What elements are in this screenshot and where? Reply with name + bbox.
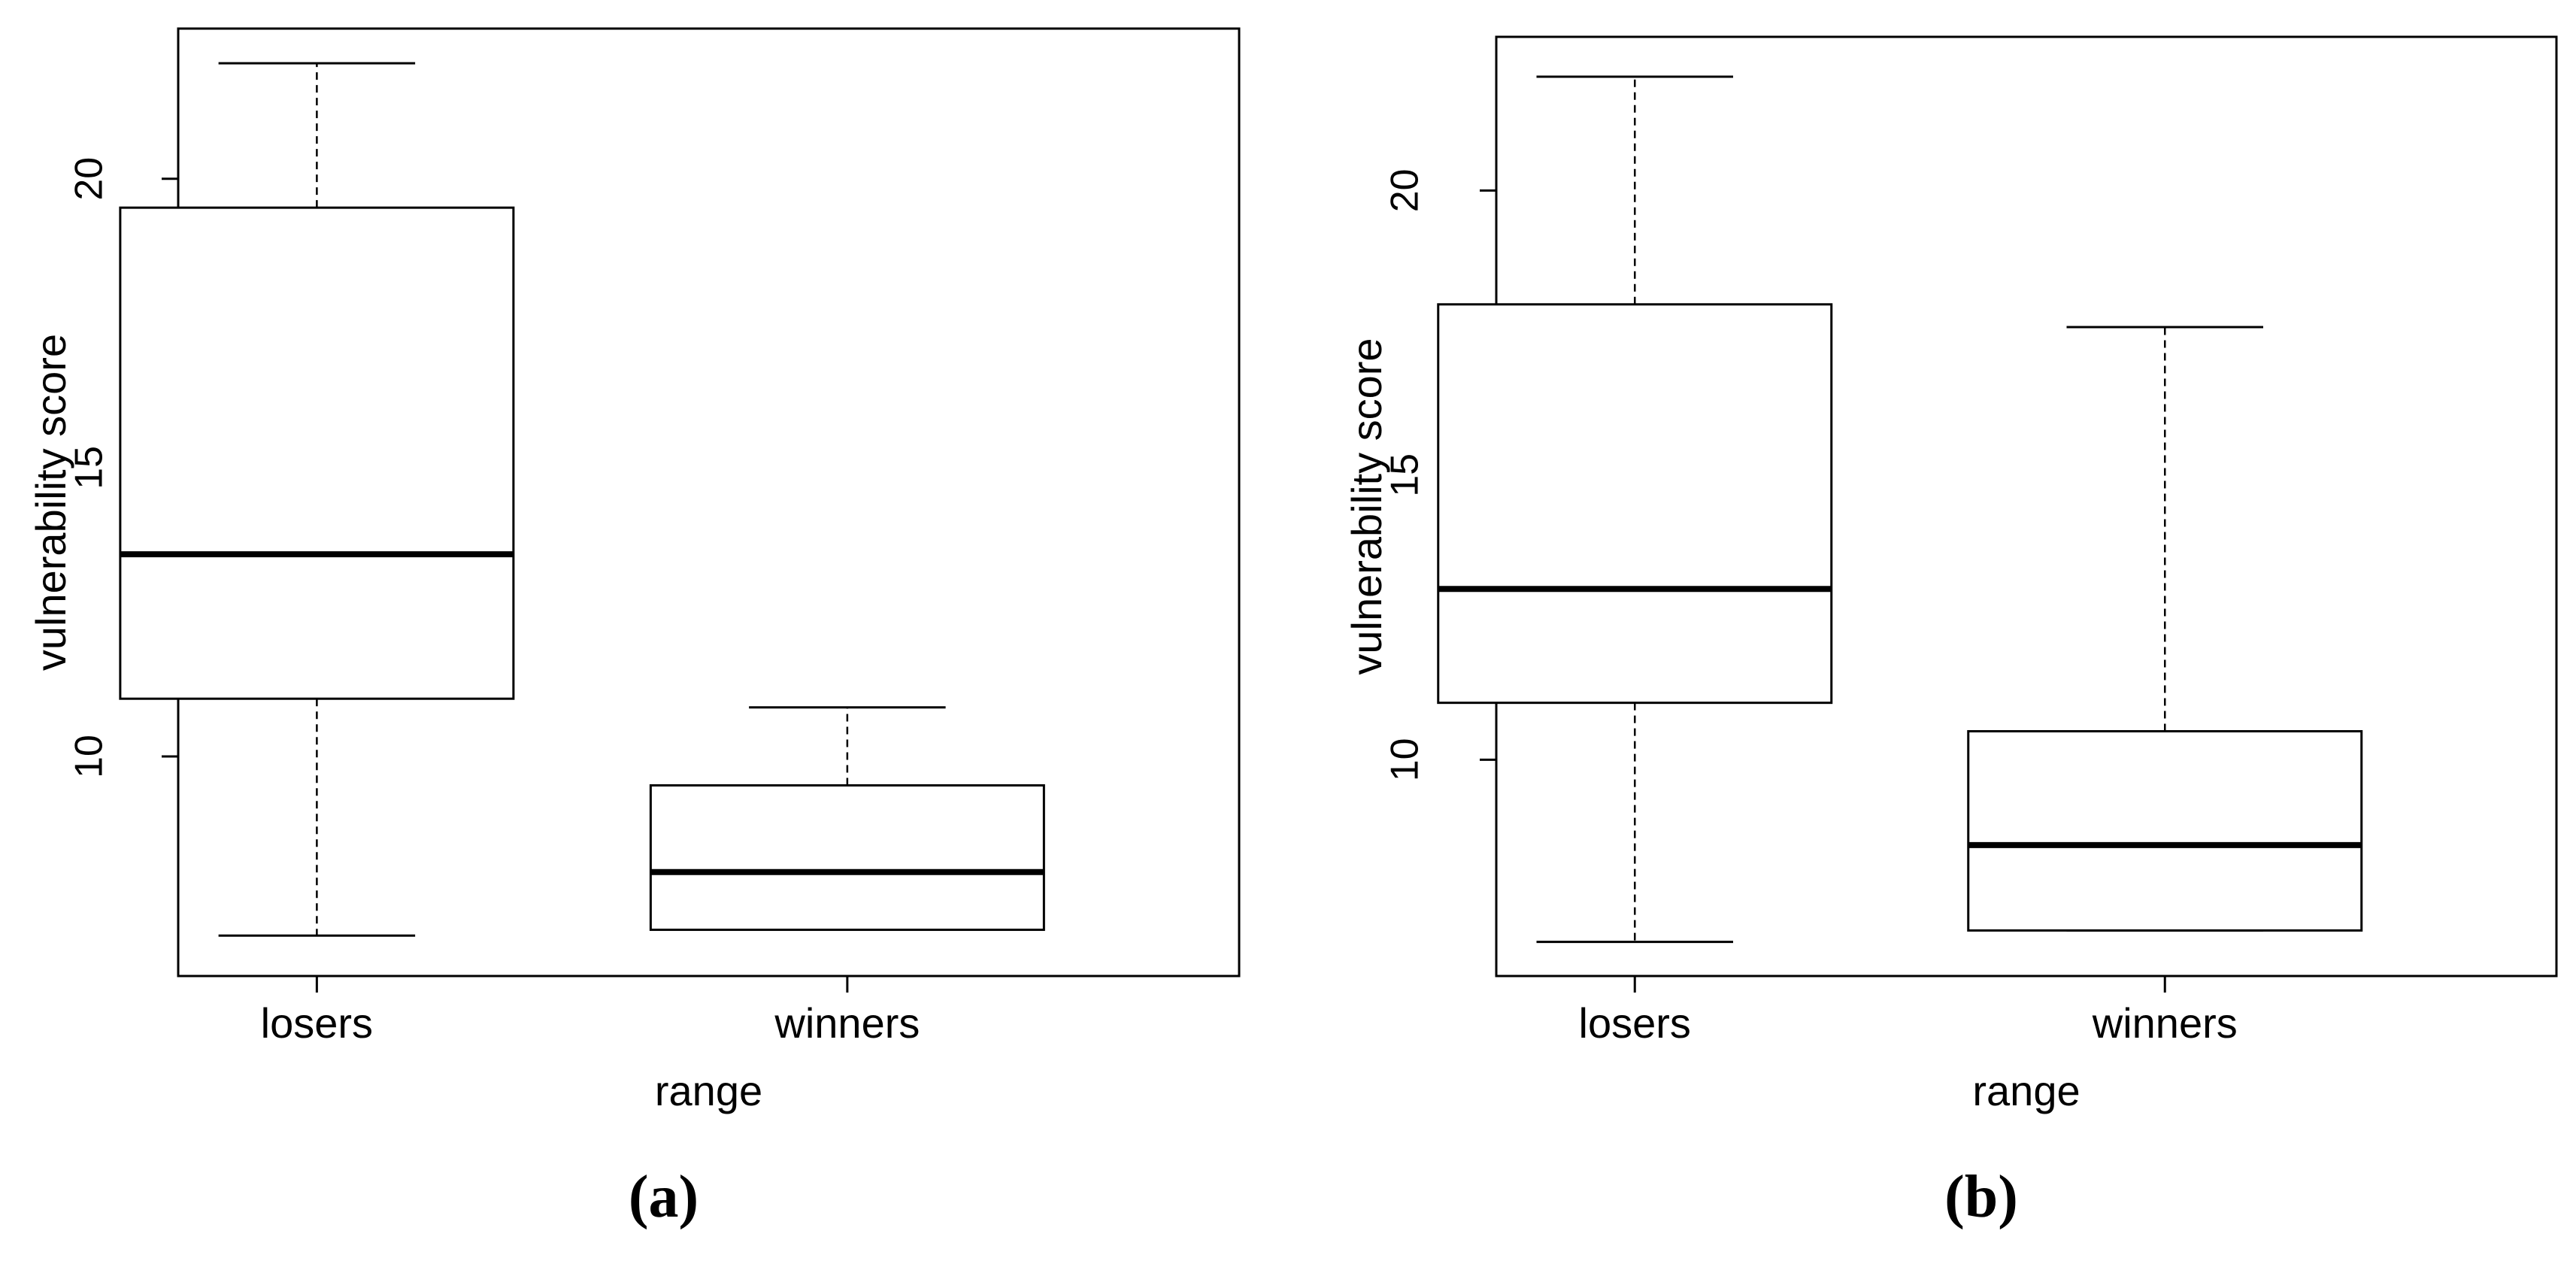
- iqr-box: [1967, 730, 2363, 932]
- panel-label: (b): [1944, 1164, 2018, 1230]
- x-category-label: winners: [774, 999, 920, 1047]
- y-tick-label: 10: [1383, 738, 1427, 781]
- y-tick-label: 15: [68, 446, 111, 490]
- iqr-box: [119, 206, 515, 700]
- x-category-label: losers: [1579, 999, 1691, 1047]
- panel-label: (a): [629, 1164, 699, 1230]
- panel-b: 10 15 20 vulnerability score losers winners ra…: [1343, 35, 2558, 1230]
- iqr-box: [649, 784, 1045, 932]
- y-tick-label: 20: [1383, 168, 1427, 212]
- x-axis-title: range: [1972, 1067, 2080, 1114]
- iqr-box: [1437, 303, 1833, 705]
- y-tick-label: 20: [68, 157, 111, 201]
- x-category-label: losers: [261, 999, 373, 1047]
- panel-a: 10 15 20 vulnerability score losers winners ra…: [27, 27, 1241, 1230]
- y-tick-label: 10: [68, 735, 111, 778]
- y-tick-label: 15: [1383, 453, 1427, 497]
- y-axis-title: vulnerability score: [1343, 338, 1390, 674]
- x-axis-title: range: [655, 1067, 762, 1114]
- x-category-label: winners: [2092, 999, 2238, 1047]
- y-axis-title: vulnerability score: [27, 334, 74, 671]
